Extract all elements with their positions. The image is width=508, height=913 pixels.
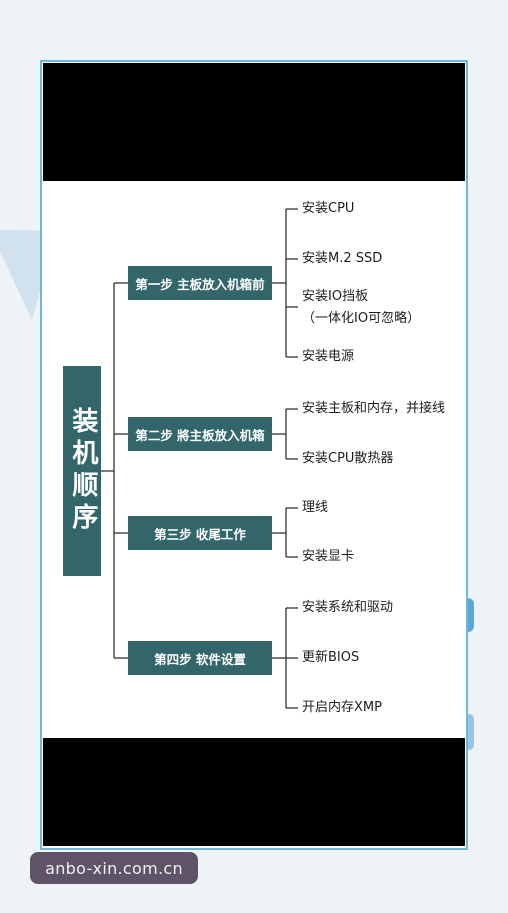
leaf-enable-xmp: 开启内存XMP [302,700,382,715]
leaf-install-io-shield-line1: 安装IO挡板 [302,289,369,304]
leaf-install-os-drivers: 安装系统和驱动 [302,600,394,615]
leaf-install-cooler: 安装CPU散热器 [302,451,394,466]
leaf-cable-management: 理线 [302,500,329,515]
step-2-node: 第二步 將主板放入机箱 [128,417,272,451]
root-node: 装机顺序 [63,366,101,576]
leaf-install-io-shield: 安装IO挡板 （一体化IO可忽略） [302,286,420,330]
leaf-install-psu: 安装电源 [302,349,355,364]
decorative-shape [464,714,474,750]
leaf-install-cpu: 安装CPU [302,201,355,216]
leaf-install-board-ram: 安装主板和内存，并接线 [302,401,446,416]
leaf-install-io-shield-line2: （一体化IO可忽略） [302,311,421,326]
step-3-node: 第三步 收尾工作 [128,516,272,550]
step-1-node: 第一步 主板放入机箱前 [128,266,272,300]
leaf-install-gpu: 安装显卡 [302,549,355,564]
step-4-node: 第四步 软件设置 [128,641,272,675]
black-bar-bottom [43,738,465,846]
watermark-badge: anbo-xin.com.cn [30,852,198,884]
leaf-update-bios: 更新BIOS [302,650,360,665]
black-bar-top [43,63,465,181]
content-frame [40,60,468,850]
leaf-install-ssd: 安装M.2 SSD [302,251,383,266]
